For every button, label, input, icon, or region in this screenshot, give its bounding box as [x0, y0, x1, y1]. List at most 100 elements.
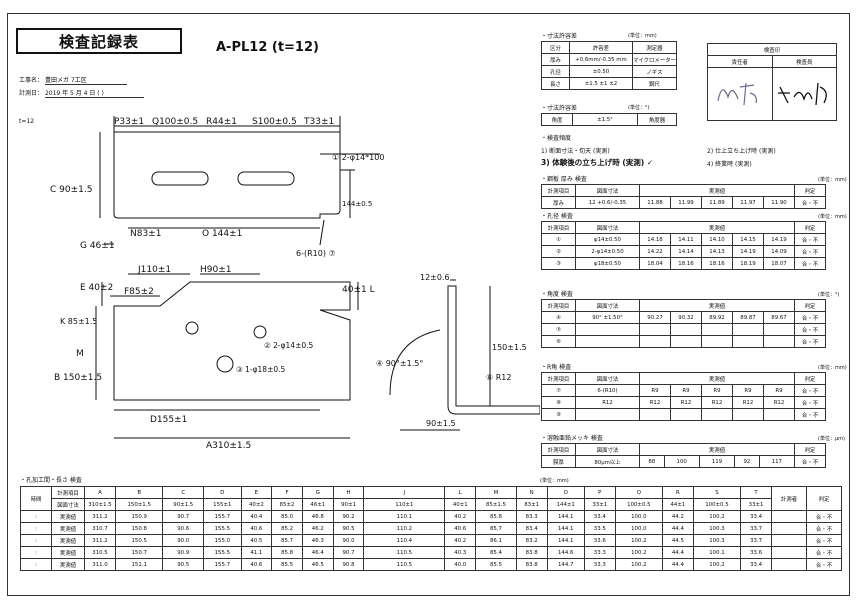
rad-cell [701, 408, 733, 421]
hole-cell: 14.09 [763, 245, 795, 258]
hole-h [185, 321, 199, 335]
table-row: 厚み 12 +0.6/-0.35 11.88 11.99 11.89 11.97… [541, 196, 826, 209]
bt-value: 40.0 [444, 558, 477, 571]
page-frame [7, 13, 850, 596]
tol-h1: 区分 [541, 41, 570, 54]
tolerance-title: ・寸法許容差 [541, 33, 578, 40]
bt-drawing-value: 33±1 [583, 498, 616, 511]
plating-unit: (単位：μm) [818, 436, 845, 442]
bt-value: 44.4 [662, 558, 694, 571]
tol-r1c3: マイクロメーター [631, 53, 678, 66]
th-cell: 12 +0.6/-0.35 [575, 196, 640, 209]
ang-cell [639, 323, 671, 336]
bt-value: 90.5 [332, 522, 365, 535]
date-row: 計測日： 2019 年 5 月 4 日 ( ) [19, 88, 144, 98]
bottom-title: ・孔加工間・長さ 検査 [20, 477, 82, 484]
bt-drawing-label: 図面寸法 [51, 498, 85, 511]
bt-col-header: N [515, 486, 548, 499]
bt-judge: 合・不 [806, 510, 842, 523]
rad-cell: ⑦ [541, 384, 576, 397]
bt-value: 144.6 [546, 546, 585, 559]
freq-title: ・検査頻度 [541, 135, 572, 142]
bt-drawing-value: 33±1 [740, 498, 772, 511]
bt-inspector[interactable] [771, 522, 807, 535]
bt-value: 46.3 [301, 534, 334, 547]
tol-r2c3: ノギス [631, 65, 678, 78]
bt-value: 90.9 [162, 546, 205, 559]
bt-inspector[interactable] [771, 558, 807, 571]
bt-value: 40.2 [444, 534, 477, 547]
th-cell: 11.99 [670, 196, 702, 209]
bt-value: 46.5 [301, 558, 334, 571]
bt-value: 40.3 [444, 546, 477, 559]
tol-r3c2: ±1.5 ±1 ±2 [568, 77, 633, 90]
bt-value: 150.7 [114, 546, 164, 559]
bottom-unit: (単位：mm) [540, 478, 569, 484]
hole-cell: 14.11 [670, 233, 702, 246]
bt-value: 85.4 [475, 546, 517, 559]
bt-value: 44.5 [662, 534, 694, 547]
doc-code: A-PL12 (t=12) [216, 40, 319, 55]
bt-value: 40.2 [444, 510, 477, 523]
rad-judge: 合・不 [794, 396, 826, 409]
th-cell: 11.97 [732, 196, 764, 209]
hole-cell: ③ [541, 257, 576, 270]
dim-l: 40±1 L [342, 285, 375, 295]
bt-col-header: G [301, 486, 334, 499]
bt-value: 85.0 [271, 510, 303, 523]
slot-right [237, 171, 295, 186]
dim-s: S100±0.5 [252, 117, 297, 127]
signature-1-icon [717, 82, 757, 106]
th-h4: 判定 [794, 184, 826, 197]
bt-value: 144.1 [546, 510, 585, 523]
angle-title: ・角度 検査 [541, 291, 573, 298]
dim-d: D155±1 [150, 415, 187, 425]
bt-value: 311.2 [84, 510, 116, 523]
bt-value: 100.2 [614, 534, 664, 547]
date-value: 2019 年 5 月 4 日 ( ) [44, 88, 144, 98]
bt-inspector[interactable] [771, 510, 807, 523]
rad-cell: R9 [670, 384, 702, 397]
ang-cell: ④ [541, 311, 576, 324]
ang-cell [575, 335, 640, 348]
bt-value: 90.0 [332, 534, 365, 547]
hole-h3: 実測値 [639, 221, 795, 234]
bt-inspector-header: 計測者 [771, 486, 807, 511]
bt-inspector[interactable] [771, 546, 807, 559]
bt-value: 33.4 [740, 558, 772, 571]
th-judge: 合・不 [794, 196, 826, 209]
rad-judge: 合・不 [794, 384, 826, 397]
bt-value: 155.5 [203, 546, 242, 559]
bt-value: 33.5 [583, 522, 616, 535]
dim-r10: 6-(R10) ⑦ [296, 249, 336, 258]
bt-drawing-value: 83±1 [515, 498, 548, 511]
rad-cell [763, 408, 795, 421]
date-label: 計測日： [19, 90, 44, 97]
bt-col-header: B [114, 486, 164, 499]
plt-cell: 92 [734, 455, 760, 468]
ang-cell [670, 323, 702, 336]
ang-cell: ⑤ [541, 323, 576, 336]
bt-value: 40.6 [240, 558, 273, 571]
ang-cell: 89.87 [732, 311, 764, 324]
bt-value: 100.3 [692, 522, 742, 535]
bt-inspector[interactable] [771, 534, 807, 547]
ang-h3: 実測値 [639, 299, 795, 312]
stamp-title: 検査印 [707, 43, 837, 56]
ang-cell: 89.67 [763, 311, 795, 324]
rad-cell: R12 [763, 396, 795, 409]
dim-q: Q100±0.5 [152, 117, 198, 127]
rad-cell: ⑨ [541, 408, 576, 421]
plt-cell: 119 [698, 455, 736, 468]
bt-value: 311.2 [84, 534, 116, 547]
tolerance-table: 区分 許容差 測定器 厚み +0.6mm/-0.35 mm マイクロメーター 孔… [541, 41, 678, 90]
tol-r1c2: +0.6mm/-0.35 mm [568, 53, 633, 66]
